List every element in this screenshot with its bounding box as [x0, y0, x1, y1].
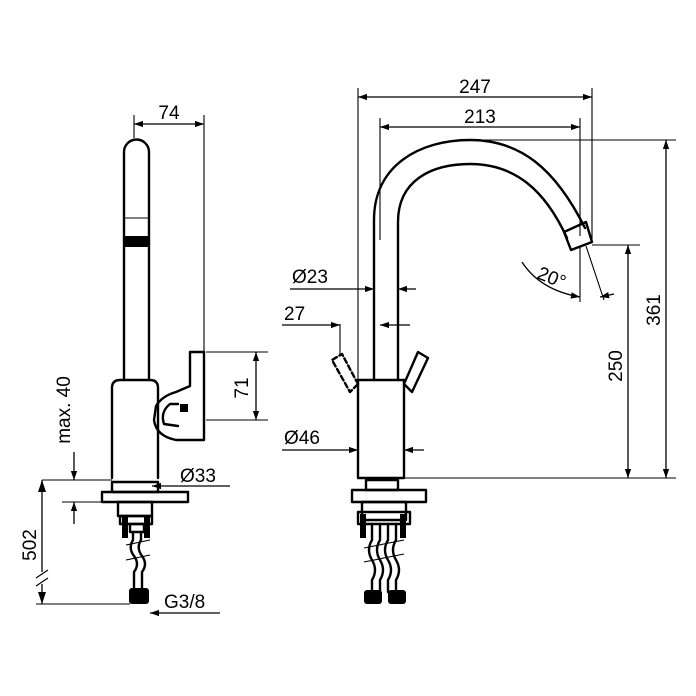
side-lever-mark	[180, 404, 188, 412]
front-break-line	[363, 539, 405, 549]
front-body	[356, 378, 406, 480]
front-spout-tip	[562, 220, 594, 252]
front-lever-left	[330, 352, 360, 394]
front-fitting-right	[388, 590, 406, 604]
side-body	[110, 378, 160, 480]
front-fitting-left	[364, 590, 382, 604]
dim-max-thickness: max. 40	[54, 376, 75, 444]
side-dimensions: 74 71 max. 40 Ø33 502 G3/8	[20, 103, 268, 617]
side-hose	[129, 530, 147, 592]
dim-spout-diameter: Ø23	[292, 267, 328, 288]
front-break-line-2	[363, 553, 405, 563]
dim-overall-reach: 247	[459, 77, 491, 98]
dim-lever-width: 27	[284, 304, 305, 325]
front-lever-right	[402, 350, 430, 394]
side-lever-cutout	[161, 402, 180, 428]
front-base-ring	[364, 478, 400, 492]
front-bolt-left	[360, 514, 366, 538]
side-break-line-2	[125, 554, 151, 561]
dim-shank-diameter: Ø33	[180, 466, 216, 487]
side-bolt-right	[144, 516, 150, 538]
side-bolt-left	[122, 516, 128, 538]
front-view	[330, 138, 594, 604]
side-hose-cap	[128, 522, 146, 534]
front-hose-right	[383, 522, 401, 594]
front-bolt-right	[400, 514, 406, 538]
dim-spout-height: 250	[606, 350, 627, 382]
side-shank	[116, 500, 154, 518]
side-spout-pipe	[122, 138, 151, 382]
dim-overall-height: 361	[644, 294, 665, 326]
dim-spout-angle: 20°	[534, 263, 569, 293]
side-view	[100, 138, 206, 604]
dim-spout-reach: 213	[464, 107, 496, 128]
front-base-plate	[350, 488, 428, 504]
dim-body-diameter: Ø46	[284, 428, 320, 449]
front-dimensions: 247 213 Ø23 27 Ø46 20° 250 361	[282, 77, 676, 479]
dim-hose-length: 502	[20, 529, 41, 561]
side-aerator-band	[123, 236, 150, 247]
side-base-ring	[110, 480, 160, 494]
front-spout-outer	[372, 138, 587, 382]
side-base-plate	[100, 490, 190, 504]
side-break-line	[125, 539, 151, 546]
dim-thread: G3/8	[164, 592, 205, 613]
front-spout-inner	[396, 162, 569, 382]
front-nut	[356, 510, 412, 526]
side-thread-fitting	[129, 588, 149, 604]
dim-handle-height: 71	[232, 377, 253, 398]
side-lever	[152, 350, 206, 442]
dim-side-width: 74	[158, 103, 180, 124]
front-hose-left	[367, 522, 385, 594]
